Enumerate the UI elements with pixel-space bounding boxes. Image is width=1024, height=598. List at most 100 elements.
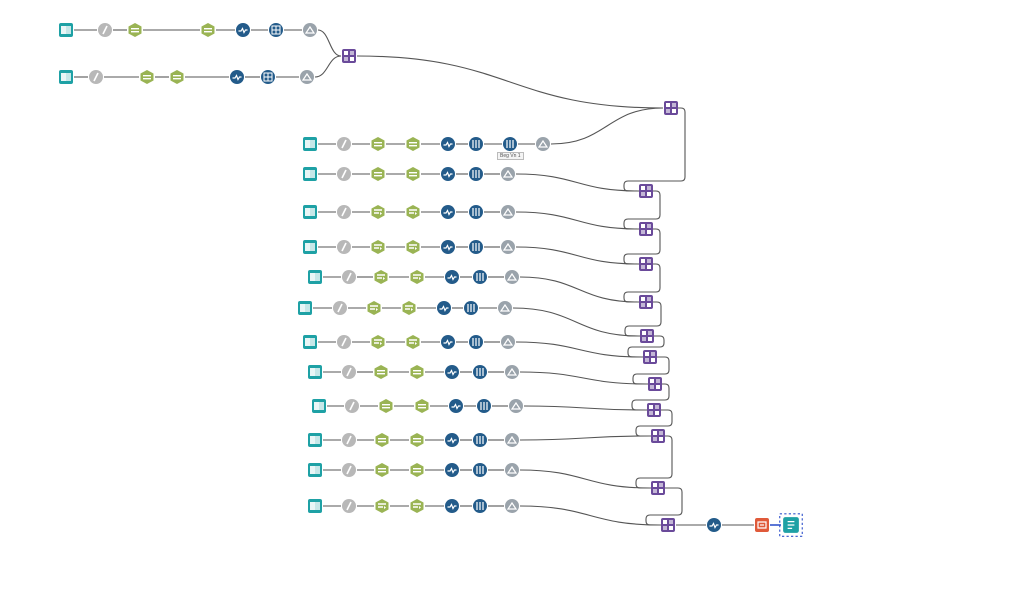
row-13-transpose-tool[interactable]: [472, 462, 488, 478]
row-5-input-tool[interactable]: [302, 204, 318, 220]
row-9-input-tool[interactable]: [302, 334, 318, 350]
row-14-filter-tool[interactable]: [409, 498, 425, 514]
row-13-dynamic-tool[interactable]: [504, 462, 520, 478]
row-1-crosstab-tool[interactable]: [268, 22, 284, 38]
row-4-summarize-tool[interactable]: [440, 166, 456, 182]
row-5-transpose-tool[interactable]: [468, 204, 484, 220]
row-13-select-tool[interactable]: [409, 462, 425, 478]
row-4-select-tool[interactable]: [405, 166, 421, 182]
row-5-formula-tool[interactable]: [336, 204, 352, 220]
row-11-summarize-tool[interactable]: [448, 398, 464, 414]
union-tool-3[interactable]: [638, 183, 654, 199]
connection-wire[interactable]: [550, 107, 664, 145]
connection-wire[interactable]: [523, 405, 647, 411]
row-5-filter-tool[interactable]: [370, 204, 386, 220]
row-4-select-tool[interactable]: [370, 166, 386, 182]
row-8-transpose-tool[interactable]: [463, 300, 479, 316]
row-1-formula-tool[interactable]: [97, 22, 113, 38]
row-2-formula-tool[interactable]: [88, 69, 104, 85]
final-browse-tool[interactable]: [779, 513, 803, 537]
row-2-crosstab-tool[interactable]: [260, 69, 276, 85]
connection-wire[interactable]: [632, 356, 670, 385]
union-tool-10[interactable]: [646, 402, 662, 418]
row-3-input-tool[interactable]: [302, 136, 318, 152]
row-2-dynamic-tool[interactable]: [299, 69, 315, 85]
connection-wire[interactable]: [631, 383, 670, 411]
connection-wire[interactable]: [623, 263, 661, 303]
row-11-input-tool[interactable]: [311, 398, 327, 414]
row-7-summarize-tool[interactable]: [444, 269, 460, 285]
row-6-dynamic-tool[interactable]: [500, 239, 516, 255]
row-7-filter-tool[interactable]: [373, 269, 389, 285]
union-tool-9[interactable]: [647, 376, 663, 392]
row-7-formula-tool[interactable]: [341, 269, 357, 285]
row-9-filter-tool[interactable]: [370, 334, 386, 350]
row-12-select-tool[interactable]: [409, 432, 425, 448]
row-7-filter-tool[interactable]: [409, 269, 425, 285]
row-1-summarize-tool[interactable]: [235, 22, 251, 38]
union-tool-4[interactable]: [638, 221, 654, 237]
row-14-dynamic-tool[interactable]: [504, 498, 520, 514]
row-14-formula-tool[interactable]: [341, 498, 357, 514]
connection-wire[interactable]: [519, 435, 651, 441]
row-2-summarize-tool[interactable]: [229, 69, 245, 85]
connection-wire[interactable]: [623, 107, 686, 192]
row-13-input-tool[interactable]: [307, 462, 323, 478]
row-8-summarize-tool[interactable]: [436, 300, 452, 316]
final-output-tool[interactable]: [754, 517, 770, 533]
row-14-summarize-tool[interactable]: [444, 498, 460, 514]
row-14-transpose-tool[interactable]: [472, 498, 488, 514]
row-12-input-tool[interactable]: [307, 432, 323, 448]
row-3-select-tool[interactable]: [370, 136, 386, 152]
union-tool-11[interactable]: [650, 428, 666, 444]
row-11-select-tool[interactable]: [378, 398, 394, 414]
row-10-summarize-tool[interactable]: [444, 364, 460, 380]
row-11-select-tool[interactable]: [414, 398, 430, 414]
row-11-transpose-tool[interactable]: [476, 398, 492, 414]
row-9-dynamic-tool[interactable]: [500, 334, 516, 350]
row-1-dynamic-tool[interactable]: [302, 22, 318, 38]
row-4-input-tool[interactable]: [302, 166, 318, 182]
row-11-formula-tool[interactable]: [344, 398, 360, 414]
connection-wire[interactable]: [623, 228, 661, 265]
row-6-filter-tool[interactable]: [405, 239, 421, 255]
row-2-select-tool[interactable]: [139, 69, 155, 85]
row-3-summarize-tool[interactable]: [440, 136, 456, 152]
row-11-dynamic-tool[interactable]: [508, 398, 524, 414]
connection-wire[interactable]: [515, 246, 639, 265]
row-8-filter-tool[interactable]: [401, 300, 417, 316]
row-4-transpose-tool[interactable]: [468, 166, 484, 182]
row-9-filter-tool[interactable]: [405, 334, 421, 350]
row-9-summarize-tool[interactable]: [440, 334, 456, 350]
row-1-select-tool[interactable]: [127, 22, 143, 38]
connection-wire[interactable]: [623, 190, 661, 230]
connection-wire[interactable]: [635, 435, 673, 489]
row-4-formula-tool[interactable]: [336, 166, 352, 182]
connection-wire[interactable]: [512, 307, 640, 337]
row-13-formula-tool[interactable]: [341, 462, 357, 478]
union-tool-1[interactable]: [341, 48, 357, 64]
connection-wire[interactable]: [515, 173, 639, 192]
row-10-transpose-tool[interactable]: [472, 364, 488, 380]
row-8-filter-tool[interactable]: [366, 300, 382, 316]
row-6-summarize-tool[interactable]: [440, 239, 456, 255]
row-8-input-tool[interactable]: [297, 300, 313, 316]
row-9-formula-tool[interactable]: [336, 334, 352, 350]
row-12-formula-tool[interactable]: [341, 432, 357, 448]
connection-wire[interactable]: [314, 55, 342, 78]
row-2-select-tool[interactable]: [169, 69, 185, 85]
row-7-input-tool[interactable]: [307, 269, 323, 285]
row-12-transpose-tool[interactable]: [472, 432, 488, 448]
row-12-summarize-tool[interactable]: [444, 432, 460, 448]
row-3-transpose-tool[interactable]: [502, 136, 518, 152]
row-6-transpose-tool[interactable]: [468, 239, 484, 255]
row-13-summarize-tool[interactable]: [444, 462, 460, 478]
final-union-tool[interactable]: [660, 517, 676, 533]
connection-wire[interactable]: [519, 505, 661, 526]
connection-wire[interactable]: [645, 487, 683, 526]
row-3-formula-tool[interactable]: [336, 136, 352, 152]
row-7-dynamic-tool[interactable]: [504, 269, 520, 285]
connection-wire[interactable]: [635, 409, 673, 437]
row-14-input-tool[interactable]: [307, 498, 323, 514]
row-12-select-tool[interactable]: [374, 432, 390, 448]
